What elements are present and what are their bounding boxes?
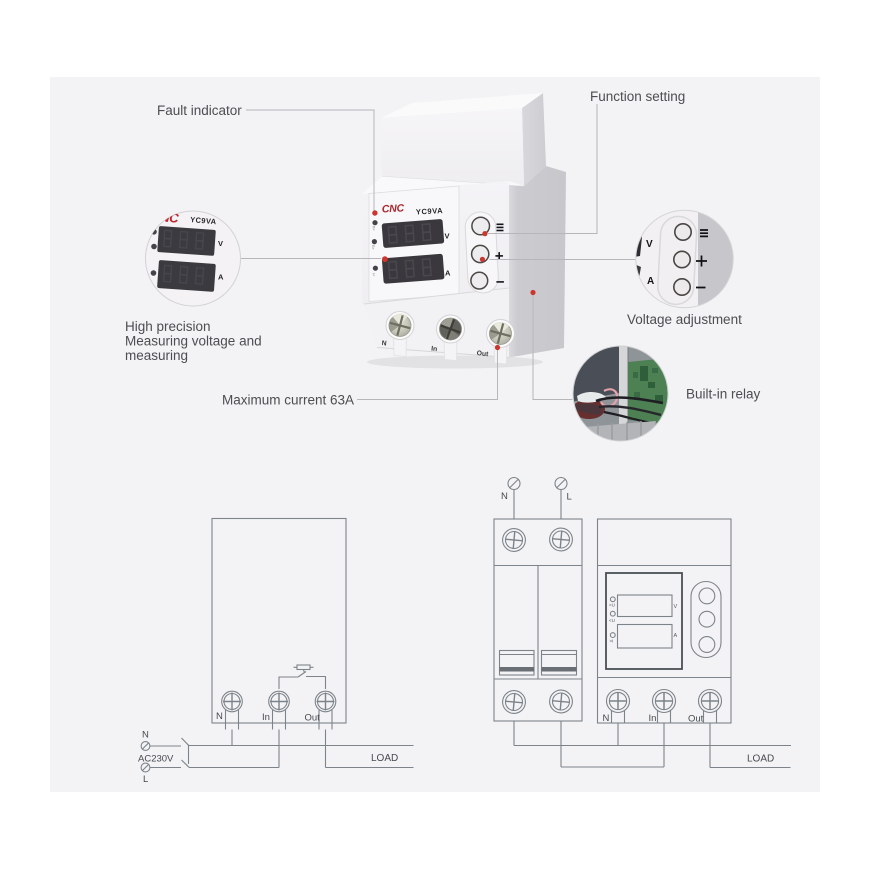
svg-text:In: In <box>649 713 657 724</box>
svg-text:>U: >U <box>372 225 376 230</box>
svg-text:<U: <U <box>609 618 615 623</box>
svg-text:A: A <box>445 269 451 278</box>
svg-text:LOAD: LOAD <box>371 753 398 764</box>
svg-text:In: In <box>431 346 438 354</box>
svg-text:>I: >I <box>372 273 376 276</box>
svg-text:Built-in relay: Built-in relay <box>686 387 761 402</box>
svg-text:High precision: High precision <box>125 319 211 334</box>
svg-text:L: L <box>567 492 572 503</box>
svg-text:AC230V: AC230V <box>138 754 174 765</box>
svg-text:A: A <box>647 276 654 287</box>
svg-text:CNC: CNC <box>382 202 405 215</box>
svg-text:N: N <box>381 340 387 347</box>
svg-text:A: A <box>218 273 224 282</box>
svg-text:>U: >U <box>609 603 615 608</box>
svg-text:Voltage adjustment: Voltage adjustment <box>627 312 742 327</box>
svg-text:V: V <box>445 232 450 241</box>
svg-text:A: A <box>674 633 678 639</box>
svg-text:N: N <box>142 730 149 741</box>
svg-text:>I: >I <box>610 639 614 644</box>
svg-text:L: L <box>143 774 148 785</box>
svg-text:YC9VA: YC9VA <box>416 206 444 216</box>
svg-text:measuring: measuring <box>125 348 188 363</box>
svg-text:<U: <U <box>372 244 376 249</box>
svg-text:Out: Out <box>305 713 321 724</box>
svg-text:N: N <box>216 711 223 722</box>
svg-text:In: In <box>262 712 270 723</box>
svg-text:Measuring voltage and: Measuring voltage and <box>125 334 262 349</box>
svg-text:Maximum current 63A: Maximum current 63A <box>222 393 354 408</box>
svg-text:N: N <box>603 713 610 724</box>
svg-text:V: V <box>674 604 678 610</box>
svg-text:Function setting: Function setting <box>590 89 685 104</box>
svg-text:V: V <box>218 239 223 248</box>
svg-text:Fault indicator: Fault indicator <box>157 103 242 118</box>
svg-text:V: V <box>646 239 653 250</box>
svg-text:YC9VA: YC9VA <box>190 215 217 226</box>
svg-text:Out: Out <box>688 714 704 725</box>
svg-text:Out: Out <box>476 350 489 358</box>
svg-text:N: N <box>501 491 508 502</box>
svg-text:LOAD: LOAD <box>747 754 774 765</box>
